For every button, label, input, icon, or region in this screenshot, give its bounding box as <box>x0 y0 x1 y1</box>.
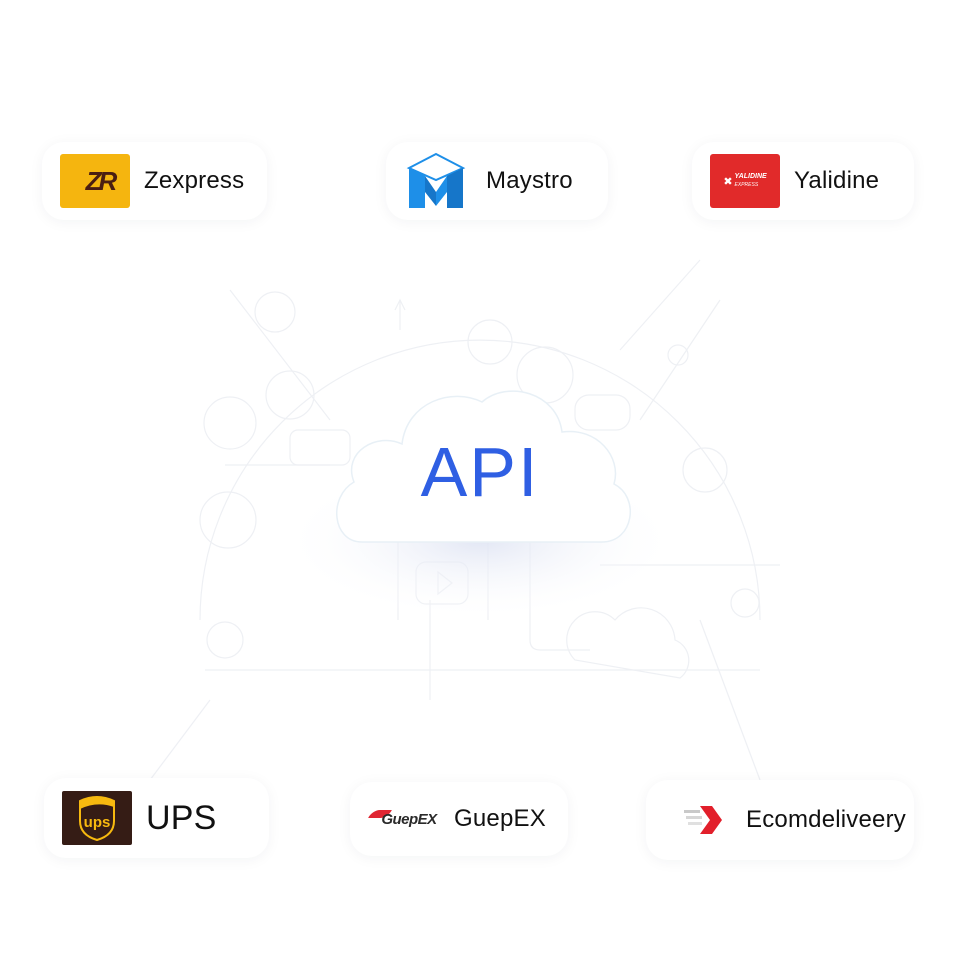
provider-card-zexpress[interactable]: ZR Zexpress <box>42 142 267 220</box>
cloud-icon <box>336 390 631 543</box>
provider-name: UPS <box>146 798 217 837</box>
yalidine-logo-text: YALIDINE <box>734 173 767 180</box>
ecomdelivery-arrow-icon <box>684 806 722 834</box>
yalidine-logo-wordmark: YALIDINE EXPRESS <box>735 173 767 189</box>
provider-card-ups[interactable]: ups UPS <box>44 778 269 858</box>
provider-card-ecomdelivery[interactable]: Ecomdeliveery <box>646 780 914 860</box>
yalidine-logo-subtext: EXPRESS <box>734 182 759 188</box>
ups-shield-icon: ups <box>79 796 115 841</box>
maystro-logo <box>404 151 468 211</box>
guepex-logo: GuepEX <box>368 804 444 834</box>
yalidine-logo: ✖ YALIDINE EXPRESS <box>710 154 780 208</box>
provider-name: Zexpress <box>144 167 245 194</box>
ecomdelivery-logo <box>680 800 728 840</box>
zexpress-logo-text: ZR <box>85 165 118 196</box>
ups-logo: ups <box>62 791 132 845</box>
provider-name: Ecomdeliveery <box>746 806 906 833</box>
provider-name: Yalidine <box>794 167 880 194</box>
yalidine-mark-icon: ✖ <box>723 175 733 188</box>
provider-card-guepex[interactable]: GuepEX GuepEX <box>350 782 568 856</box>
provider-card-yalidine[interactable]: ✖ YALIDINE EXPRESS Yalidine <box>692 142 914 220</box>
provider-name: Maystro <box>486 167 573 194</box>
api-cloud: API <box>322 372 638 552</box>
provider-card-maystro[interactable]: Maystro <box>386 142 608 220</box>
ups-logo-text: ups <box>84 814 111 831</box>
provider-name: GuepEX <box>454 805 546 832</box>
maystro-cube-icon <box>406 152 466 208</box>
api-label: API <box>420 433 540 511</box>
zexpress-logo: ZR <box>60 154 130 208</box>
guepex-logo-text: GuepEX <box>381 810 437 828</box>
